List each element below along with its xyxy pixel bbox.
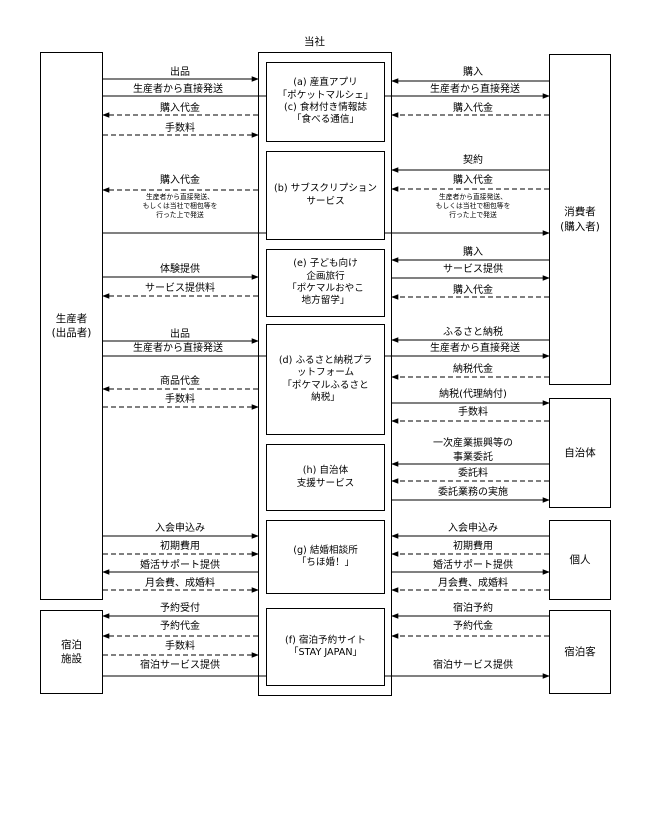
service-d-line3: 「ポケマルふるさと (282, 379, 369, 391)
lodging-sublabel: 施設 (61, 653, 82, 665)
label-consumer-purchase: 購入 (463, 67, 483, 78)
lodging-label: 宿泊 (61, 638, 82, 651)
service-e-box: (e) 子ども向け企画旅行「ポケマルおやこ地方留学」 (266, 249, 385, 317)
label-individual-apply: 入会申込み (448, 523, 498, 534)
municipality-box: 自治体 (549, 398, 611, 508)
label-producer-sub-shipping: 生産者から直接発送、もしくは当社で梱包等を行った上で発送 (142, 193, 218, 220)
label-producer-fee: 手数料 (165, 123, 195, 134)
producer-label: 生産者 (55, 312, 88, 325)
service-e-line3: 「ポケマルおやこ (287, 283, 364, 294)
producer-sublabel: (出品者) (51, 327, 92, 339)
service-h-line2: 支援サービス (296, 477, 355, 489)
individual-box: 個人 (549, 520, 611, 600)
company-frame (258, 52, 392, 696)
label-municipality-fee: 手数料 (458, 407, 488, 418)
label-producer-purchase-payment: 購入代金 (160, 103, 200, 114)
service-f-line2: 「STAY JAPAN」 (288, 647, 363, 658)
label-consumer-furusato-ship: 生産者から直接発送 (430, 343, 520, 354)
guest-box: 宿泊客 (549, 610, 611, 694)
service-a-line2: 「ポケットマルシェ」 (277, 89, 374, 101)
consumer-sublabel: (購入者) (560, 220, 600, 233)
label-producer-support: 婚活サポート提供 (140, 560, 220, 571)
service-d-box: (d) ふるさと納税プラットフォーム「ポケマルふるさと納税」 (266, 324, 385, 435)
label-guest-service: 宿泊サービス提供 (433, 660, 513, 671)
arrows-layer (102, 76, 550, 679)
service-h-line1: (h) 自治体 (302, 465, 349, 477)
label-producer-furusato-ship: 生産者から直接発送 (133, 343, 223, 354)
label-individual-initial-fee: 初期費用 (453, 541, 493, 552)
service-e-line4: 地方留学」 (301, 295, 350, 307)
label-consumer-direct-ship: 生産者から直接発送 (430, 84, 520, 95)
label-producer-sub-payment: 購入代金 (160, 175, 200, 186)
service-d-line2: ットフォーム (296, 367, 355, 379)
lodging-box: 宿泊施設 (40, 610, 103, 694)
service-c-line2: 「食べる通信」 (291, 114, 360, 126)
label-producer-direct-ship: 生産者から直接発送 (133, 84, 223, 95)
service-c-line1: (c) 食材付き情報誌 (284, 102, 367, 113)
label-producer-furusato-fee: 手数料 (165, 394, 195, 405)
label-consumer-contract: 契約 (463, 155, 483, 166)
service-f-line1: (f) 宿泊予約サイト (284, 634, 367, 646)
producer-box: 生産者 (出品者) (40, 52, 103, 600)
label-municipality-proxy-payment: 納税(代理納付) (439, 389, 507, 400)
label-consumer-service-provide: サービス提供 (443, 264, 503, 275)
label-consumer-trip-purchase: 購入 (463, 247, 483, 258)
service-g-line2: 「ちほ婚！」 (296, 557, 355, 568)
label-consumer-tax-payment: 納税代金 (453, 364, 493, 375)
label-lodging-accept: 予約受付 (160, 603, 200, 614)
service-g-box: (g) 結婚相談所「ちほ婚！」 (266, 520, 385, 594)
label-consumer-trip-payment: 購入代金 (453, 285, 493, 296)
label-individual-monthly-fee: 月会費、成婚料 (438, 578, 508, 589)
service-e-line1: (e) 子ども向け (293, 258, 358, 270)
label-guest-payment: 予約代金 (453, 621, 493, 632)
service-a-c-box: (a) 産直アプリ「ポケットマルシェ」(c) 食材付き情報誌「食べる通信」 (266, 62, 385, 142)
service-e-line2: 企画旅行 (306, 270, 345, 282)
service-b-line2: サービス (306, 195, 345, 207)
service-b-line1: (b) サブスクリプション (274, 183, 377, 195)
label-consumer-sub-shipping: 生産者から直接発送、もしくは当社で梱包等を行った上で発送 (435, 193, 511, 220)
label-producer-listing: 出品 (170, 67, 190, 78)
label-consumer-purchase-payment: 購入代金 (453, 103, 493, 114)
service-f-box: (f) 宿泊予約サイト「STAY JAPAN」 (266, 608, 385, 686)
consumer-label: 消費者 (564, 206, 596, 219)
service-b-box: (b) サブスクリプションサービス (266, 151, 385, 240)
label-municipality-commission-fee: 委託料 (458, 468, 488, 479)
label-municipality-commission: 一次産業振興等の事業委託 (433, 438, 513, 463)
label-producer-service-fee: サービス提供料 (145, 283, 215, 294)
municipality-label: 自治体 (564, 446, 596, 459)
label-producer-furusato-listing: 出品 (170, 329, 190, 340)
label-producer-initial-fee: 初期費用 (160, 541, 200, 552)
label-producer-experience: 体験提供 (160, 264, 200, 275)
label-lodging-service: 宿泊サービス提供 (140, 660, 220, 671)
company-title: 当社 (304, 36, 325, 48)
service-g-line1: (g) 結婚相談所 (293, 544, 358, 556)
guest-label: 宿泊客 (564, 645, 596, 658)
label-producer-goods-payment: 商品代金 (160, 376, 200, 387)
label-producer-monthly-fee: 月会費、成婚料 (145, 578, 215, 589)
label-lodging-fee: 手数料 (165, 641, 195, 652)
label-consumer-sub-payment: 購入代金 (453, 175, 493, 186)
service-h-box: (h) 自治体支援サービス (266, 444, 385, 511)
label-producer-marriage-apply: 入会申込み (155, 523, 205, 534)
service-d-line1: (d) ふるさと納税プラ (278, 354, 373, 366)
consumer-box: 消費者(購入者) (549, 54, 611, 385)
label-municipality-execution: 委託業務の実施 (438, 487, 508, 498)
service-a-line1: (a) 産直アプリ (293, 77, 358, 89)
label-individual-support: 婚活サポート提供 (433, 560, 513, 571)
individual-label: 個人 (569, 553, 591, 566)
label-lodging-payment: 予約代金 (160, 621, 200, 632)
service-d-line4: 納税」 (311, 391, 340, 403)
label-guest-reservation: 宿泊予約 (453, 603, 493, 614)
label-consumer-furusato: ふるさと納税 (443, 327, 503, 338)
